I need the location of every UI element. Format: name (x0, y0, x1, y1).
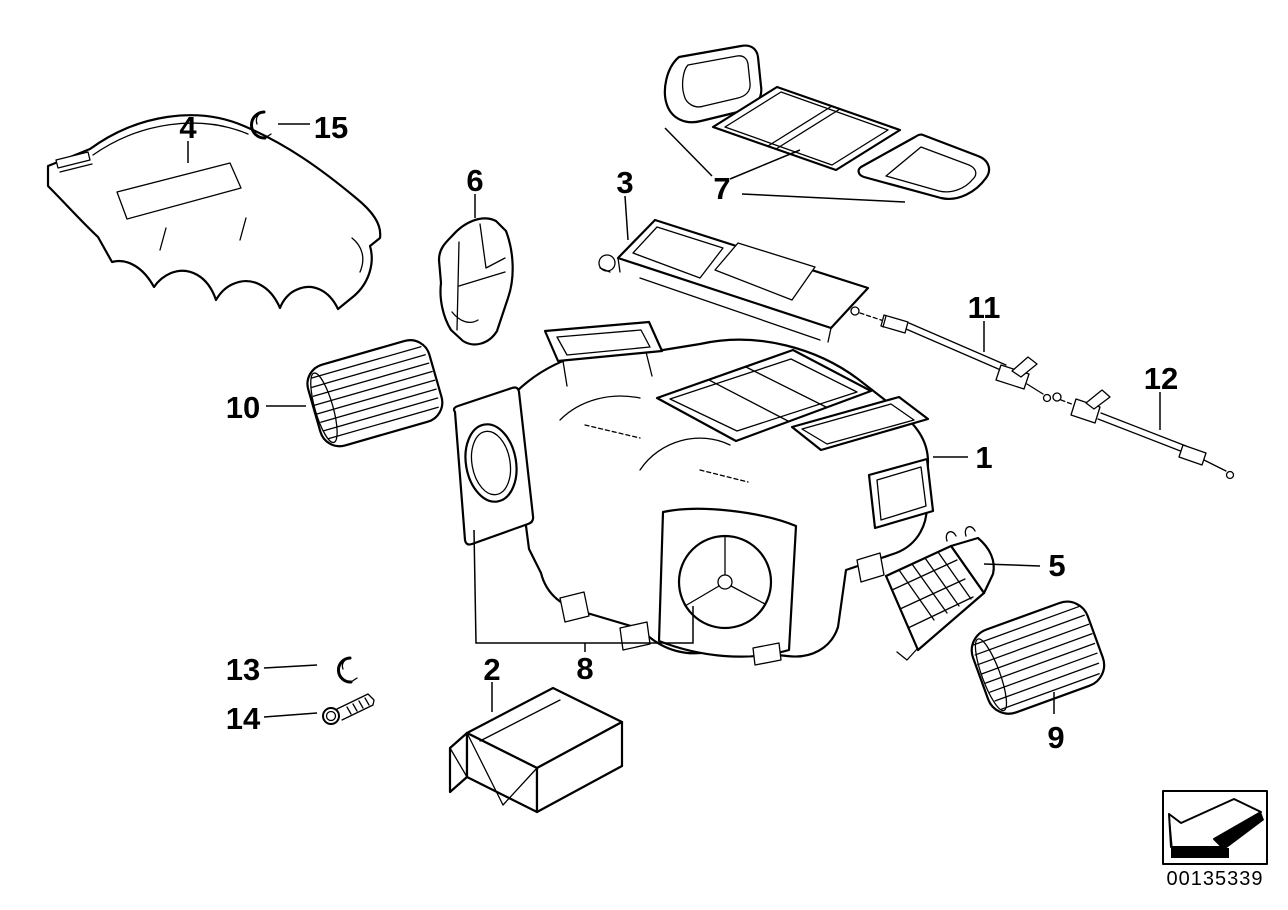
part-labels: 1 2 3 4 5 6 7 8 9 10 11 12 13 14 15 (179, 110, 1178, 755)
part-12-cable-shape (1052, 389, 1235, 480)
doc-number: 00135339 (1167, 868, 1264, 890)
part-label-10[interactable]: 10 (226, 390, 260, 425)
part-4-upper-cover-shape (46, 114, 382, 311)
part-label-2[interactable]: 2 (483, 652, 500, 687)
leader-lines (187, 123, 1161, 718)
part-15-clip-shape (250, 110, 272, 140)
arrow-logo-icon (1168, 798, 1264, 858)
part-label-9[interactable]: 9 (1047, 720, 1064, 755)
part-10-bellows-shape (306, 339, 444, 448)
part-label-3[interactable]: 3 (616, 165, 633, 200)
part-label-11[interactable]: 11 (968, 290, 1001, 325)
part-7-gaskets-shape (663, 44, 991, 200)
part-3-frame-shape (598, 218, 870, 343)
part-label-7[interactable]: 7 (713, 171, 730, 206)
part-13-clip-shape (337, 656, 358, 684)
part-14-screw-shape (322, 693, 375, 725)
part-1-housing-shape (452, 320, 935, 666)
part-2-box-shape (448, 686, 624, 814)
part-label-4[interactable]: 4 (179, 110, 197, 145)
catalog-stamp: 00135339 (1162, 790, 1268, 890)
part-label-12[interactable]: 12 (1144, 361, 1178, 396)
part-6-bracket-shape (437, 217, 514, 346)
part-label-1[interactable]: 1 (975, 440, 992, 475)
part-11-cable-shape (850, 306, 1052, 403)
part-label-13[interactable]: 13 (226, 652, 260, 687)
part-5-grille-shape (884, 526, 995, 661)
logo-box (1162, 790, 1268, 865)
part-label-15[interactable]: 15 (314, 110, 348, 145)
part-9-bellows-shape (970, 600, 1106, 715)
part-label-8[interactable]: 8 (576, 651, 593, 686)
part-label-14[interactable]: 14 (226, 701, 261, 736)
part-label-6[interactable]: 6 (466, 163, 483, 198)
part-label-5[interactable]: 5 (1048, 548, 1065, 583)
